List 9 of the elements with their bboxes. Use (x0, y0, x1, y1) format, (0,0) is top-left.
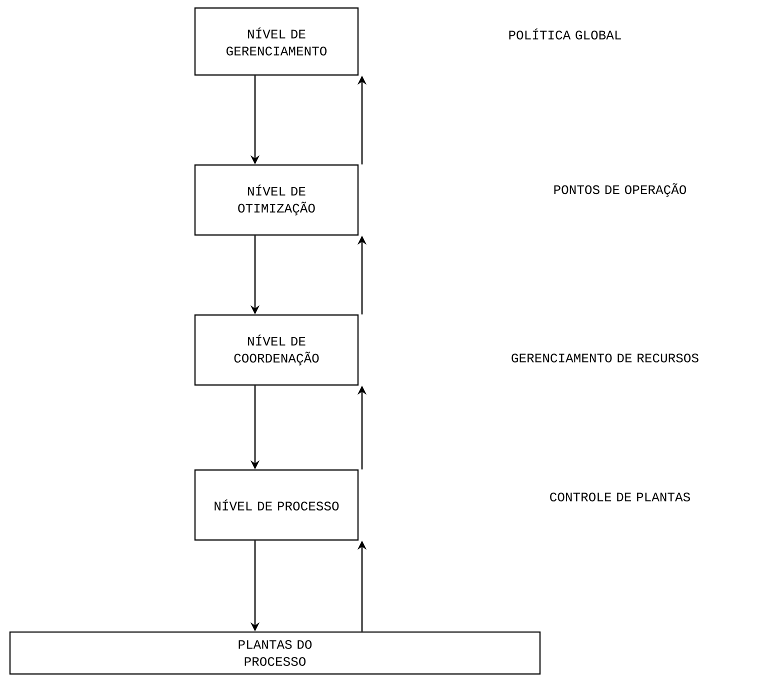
level-description: GERENCIAMENTO DE RECURSOS (512, 354, 698, 362)
level-box: PLANTAS DO PROCESSO (9, 631, 541, 675)
level-description: PONTOS DE OPERAÇÃO (554, 183, 686, 197)
level-box: NÍVEL DE PROCESSO (194, 469, 359, 541)
level-description: CONTROLE DE PLANTAS (550, 492, 690, 502)
level-box: NÍVEL DE OTIMIZAÇÃO (194, 164, 359, 236)
level-description: POLÍTICA GLOBAL (509, 28, 621, 40)
level-box: NÍVEL DE GERENCIAMENTO (194, 7, 359, 76)
level-box: NÍVEL DE COORDENAÇÃO (194, 314, 359, 386)
